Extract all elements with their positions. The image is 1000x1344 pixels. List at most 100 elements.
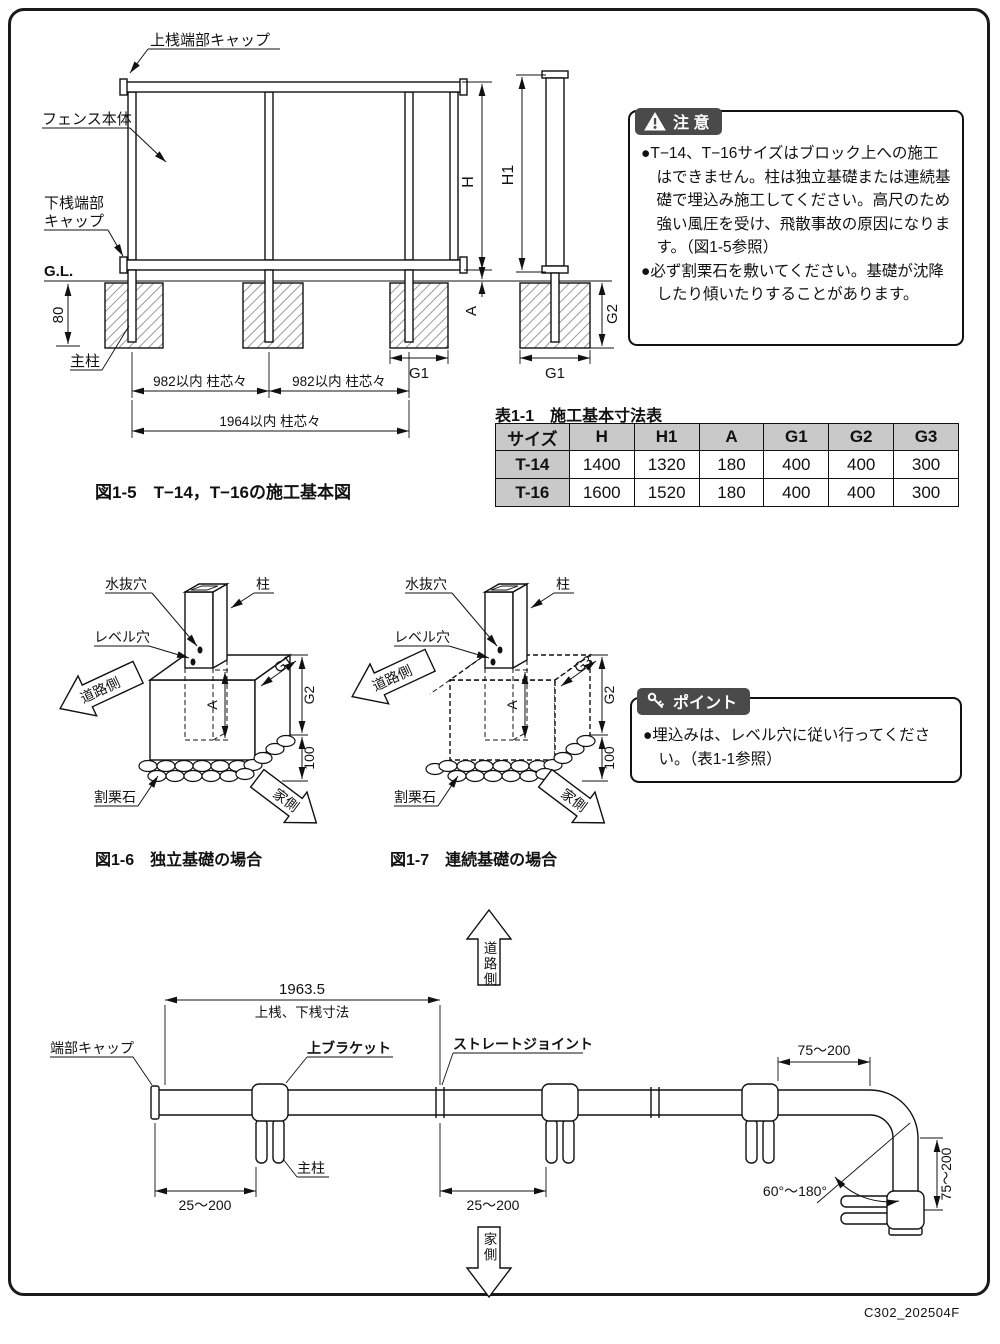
level-hole-label: レベル穴 — [94, 629, 150, 645]
straight-joint — [650, 1087, 660, 1118]
gl-label: G.L. — [44, 263, 73, 280]
table-header-row: サイズ H H1 A G1 G2 G3 — [495, 423, 959, 451]
table-title: 表1-1 施工基本寸法表 — [495, 408, 663, 425]
post-iso — [182, 582, 230, 670]
value-cell: 1520 — [633, 478, 700, 507]
table-row: T-14 1400 1320 180 400 400 300 — [495, 450, 959, 479]
callout-level-hole: レベル穴 — [394, 629, 490, 659]
ground-line: G.L. — [44, 263, 612, 282]
fig-1-7-caption: 図1-7 連続基礎の場合 — [390, 852, 558, 869]
level-hole-label: レベル穴 — [394, 629, 450, 645]
dim-80: 80 — [50, 284, 80, 347]
post-label: 柱 — [256, 576, 270, 592]
top-bracket — [541, 1083, 579, 1122]
caution-box: 注 意 ●T−14、T−16サイズはブロック上への施工はできません。柱は独立基礎… — [628, 108, 964, 346]
foundation-iso-continuous — [429, 653, 593, 775]
house-side-label: 家側 — [482, 1231, 498, 1263]
col-header: H1 — [633, 423, 700, 451]
level-hole — [490, 658, 496, 666]
dim-G1-left: G1 — [389, 350, 449, 382]
key-icon — [647, 692, 665, 709]
dim-g2-label: G2 — [601, 685, 617, 704]
dim-offset-left: 25～200 — [154, 1123, 257, 1213]
dimension-table: サイズ H H1 A G1 G2 G3 T-14 1400 1320 180 4… — [495, 423, 959, 507]
house-side-arrow: 家側 — [249, 768, 318, 824]
value-cell: 1400 — [568, 450, 635, 479]
dim-a-label: A — [463, 306, 480, 316]
point-body: ●埋込みは、レベル穴に従い行ってください。（表1-1参照） — [632, 699, 960, 775]
dim-A-iso: A — [504, 669, 531, 741]
value-cell: 180 — [698, 478, 765, 507]
caution-item: ●必ず割栗石を敷いてください。基礎が沈降したり傾いたりすることがあります。 — [641, 262, 944, 304]
point-box: ポイント ●埋込みは、レベル穴に従い行ってください。（表1-1参照） — [630, 688, 962, 783]
dim-total-length: 1963.5 上桟、下桟寸法 — [164, 981, 441, 1085]
top-bracket — [251, 1083, 289, 1122]
callout-drain-hole: 水抜穴 — [405, 576, 498, 647]
dim-1964-span: 1964以内 柱芯々 — [131, 400, 410, 438]
dim-G2-iso: G2 — [590, 654, 617, 736]
hidden-post-lines — [484, 660, 528, 741]
dim-1964-label: 1964以内 柱芯々 — [219, 414, 320, 429]
caution-header: 注 意 — [635, 108, 723, 135]
dim-offset-mid: 25～200 — [439, 1123, 547, 1213]
top-cap-label: 上桟端部キャップ — [150, 32, 270, 49]
drain-hole-label: 水抜穴 — [105, 576, 147, 592]
col-header: G2 — [828, 423, 895, 451]
callout-rubble: 割栗石 — [94, 775, 159, 807]
dim-h-label: H — [460, 176, 477, 188]
dim-g1-left-label: G1 — [409, 365, 429, 382]
value-cell: 400 — [763, 450, 830, 479]
caution-item: ●T−14、T−16サイズはブロック上への施工はできません。柱は独立基礎または連… — [641, 145, 951, 256]
end-cap-label: 端部キャップ — [50, 1040, 134, 1056]
dim-982-left-label: 982以内 柱芯々 — [153, 374, 247, 389]
value-cell: 400 — [763, 478, 830, 507]
rubble-label: 割栗石 — [394, 789, 436, 805]
road-side-arrow: 道路側 — [351, 648, 437, 705]
top-bracket-label: 上ブラケット — [307, 1040, 391, 1056]
fig-1-5-drawing: G.L. 上桟端部キャップ — [42, 32, 621, 438]
caution-body: ●T−14、T−16サイズはブロック上への施工はできません。柱は独立基礎または連… — [630, 112, 962, 313]
value-cell: 400 — [828, 450, 895, 479]
dim-h1-label: H1 — [500, 165, 517, 186]
fig-1-5-caption: 図1-5 T−14，T−16の施工基本図 — [95, 483, 352, 502]
post-label: 柱 — [556, 576, 570, 592]
col-header: G3 — [893, 423, 959, 451]
dim-corner-top-label: 75～200 — [798, 1042, 851, 1058]
dim-corner-right-label: 75～200 — [938, 1147, 954, 1200]
foundation-blocks — [104, 282, 591, 349]
road-direction-arrow: 道路側 — [465, 908, 513, 988]
dim-100-label: 100 — [301, 746, 317, 770]
callout-fence-body: フェンス本体 — [42, 111, 167, 163]
fence-body-drawing — [119, 78, 468, 343]
table-row: T-16 1600 1520 180 400 400 300 — [495, 478, 959, 507]
rail-plan-drawing: 道路側 家側 — [50, 908, 954, 1299]
col-header: サイズ — [495, 423, 570, 451]
caution-title: 注 意 — [673, 115, 710, 132]
dim-G1-right: G1 — [519, 350, 591, 382]
value-cell: 1320 — [633, 450, 700, 479]
dim-G2: G2 — [590, 283, 621, 349]
col-header: H — [568, 423, 635, 451]
callout-main-post: 主柱 — [282, 1158, 329, 1178]
fence-body-label: フェンス本体 — [42, 111, 132, 128]
callout-main-post: 主柱 — [70, 325, 130, 371]
straight-joint-label: ストレートジョイント — [453, 1036, 593, 1052]
callout-top-bracket: 上ブラケット — [285, 1040, 393, 1084]
rubble-label: 割栗石 — [94, 789, 136, 805]
dim-swing-angle: 60°～180° — [763, 1122, 911, 1207]
footer-code: C302_202504F — [864, 1305, 960, 1320]
point-title: ポイント — [673, 695, 738, 712]
house-direction-arrow: 家側 — [465, 1226, 513, 1299]
rail-assembly — [150, 1083, 925, 1236]
value-cell: 300 — [893, 450, 959, 479]
dim-g2-label: G2 — [604, 304, 621, 324]
fig-1-6-drawing: A G1 G2 100 水抜穴 柱 レベル穴 — [59, 576, 318, 824]
callout-level-hole: レベル穴 — [94, 629, 190, 659]
dim-offset-left-label: 25～200 — [179, 1197, 232, 1213]
fig-1-7-drawing: A G3 G2 100 水抜穴 柱 レベル穴 — [351, 576, 617, 824]
post-fork — [745, 1118, 775, 1164]
rubble-stones — [425, 734, 596, 783]
bottom-cap-label-1: 下桟端部 — [44, 195, 104, 212]
page-frame — [8, 8, 990, 1296]
